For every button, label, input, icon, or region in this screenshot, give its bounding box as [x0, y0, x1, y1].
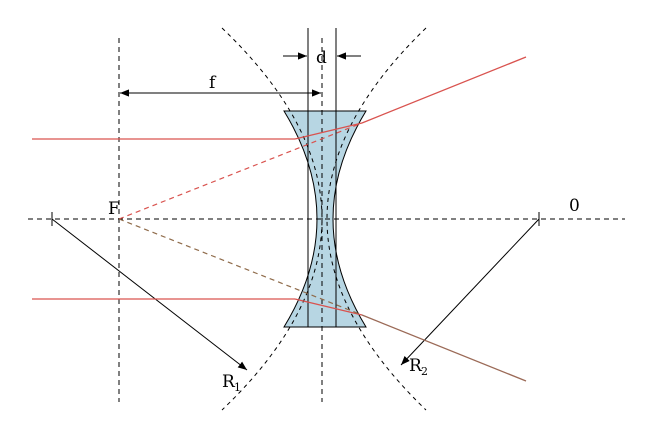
curvature-circle-2 [326, 27, 427, 411]
thickness-label: d [316, 48, 327, 68]
radius2-subscript: 2 [421, 365, 428, 378]
radius1-label: R [222, 372, 236, 392]
ray-lower-outgoing [361, 314, 527, 382]
radius2-label: R [409, 356, 423, 376]
ray-lower-inside [294, 298, 363, 316]
radius-arrow-1 [51, 218, 248, 371]
focus-label: F [108, 199, 120, 219]
axis-label: 0 [569, 196, 580, 216]
ray-upper-outgoing [361, 56, 527, 124]
ray-upper-virtual [118, 122, 363, 220]
focal-length-label: f [209, 73, 217, 93]
radius-arrow-2 [400, 218, 540, 366]
radius1-subscript: 1 [234, 381, 241, 394]
ray-lower-virtual [118, 218, 363, 316]
ray-upper-inside [294, 122, 363, 140]
